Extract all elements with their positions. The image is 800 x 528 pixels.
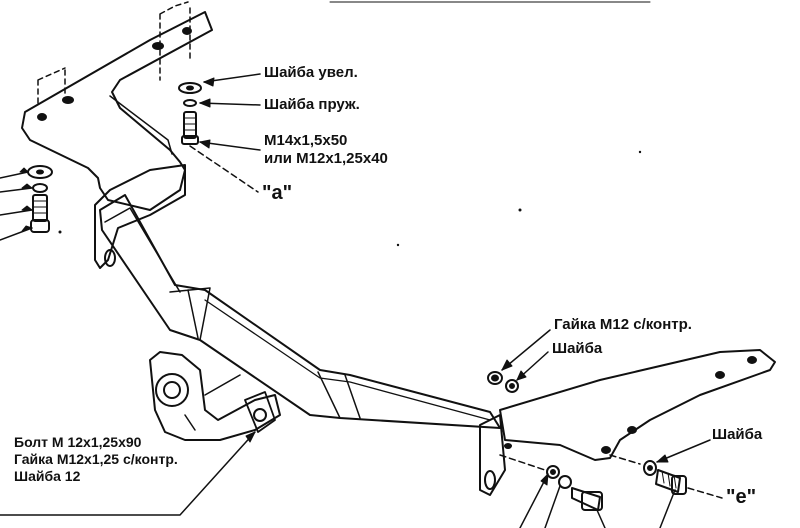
label-marker-a: "а": [262, 182, 293, 204]
scan-speckles: [58, 150, 642, 247]
main-crossbar: [99, 194, 501, 429]
label-kit-hardware: Болт М 12х1,25х90 Гайка М12х1,25 с/контр…: [14, 434, 178, 485]
left-bolt-stack: [178, 82, 202, 145]
far-left-bolt-stack: [0, 165, 53, 241]
label-marker-e: "е": [726, 486, 757, 508]
label-kit-nut: Гайка М12х1,25 с/контр.: [14, 451, 178, 467]
label-kit-washer: Шайба 12: [14, 468, 81, 484]
leader-lines: [0, 73, 723, 528]
left-side-plate: [94, 164, 186, 269]
right-end-bolt: [609, 454, 687, 495]
label-bolt-alt: или М12х1,25х40: [264, 150, 388, 167]
label-washer-mid: Шайба: [552, 340, 603, 357]
label-washer-spring: Шайба пруж.: [264, 96, 360, 113]
left-mounting-bracket: [21, 1, 213, 211]
label-washer-right: Шайба: [712, 426, 763, 443]
right-mounting-bracket: [499, 349, 776, 461]
label-washer-large: Шайба увел.: [264, 64, 358, 81]
right-upper-nut-washer: [487, 371, 519, 393]
tow-ball-assembly: [149, 351, 281, 441]
label-nut-m12: Гайка М12 с/контр.: [554, 316, 692, 333]
label-kit-bolt: Болт М 12х1,25х90: [14, 434, 142, 450]
right-lower-bolt-stack: [499, 454, 603, 511]
label-bolt-main: М14х1,5х50: [264, 132, 348, 149]
label-bolt-spec: М14х1,5х50 или М12х1,25х40: [264, 132, 388, 168]
right-side-plate: [479, 414, 506, 496]
